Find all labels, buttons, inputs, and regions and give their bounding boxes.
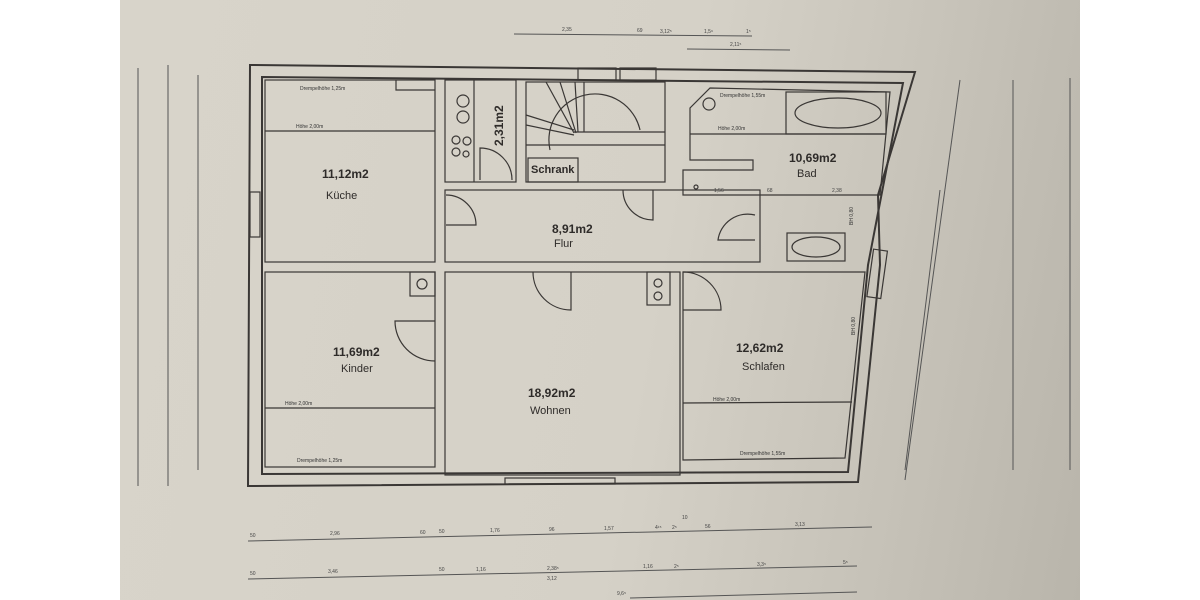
window [866,248,889,300]
dimension-label: 96 [549,527,555,533]
dimension-label: 50 [439,529,445,535]
dimension-label: 56 [705,524,711,530]
dimension-label: 2,38 [832,188,842,194]
schrank [527,157,579,183]
room-name: Bad [797,168,817,180]
window [504,477,616,485]
dimension-label: 2,35 [562,27,572,33]
dimension-label: 4¹⁵ [655,525,662,531]
dimension-label: 2,96 [330,531,340,537]
dimension-label: 2,11⁵ [730,42,741,48]
room-kueche [264,79,436,263]
chimney [395,80,435,91]
inner-wall-line [261,75,905,476]
drain [693,184,699,190]
dimension-label: 50 [439,567,445,573]
room-area: 2,31m2 [492,105,506,146]
dimension-label: 9,6⁵ [617,591,626,597]
dimension-label: 50 [250,533,256,539]
floor-plan-paper [120,0,1080,600]
room-schlafen [682,271,866,461]
bathtub [785,91,887,135]
door [394,320,436,362]
room-area: 11,12m2 [322,167,369,181]
washbasin [786,232,846,262]
door [445,194,477,226]
dimension-label: 60 [420,530,426,536]
dimension-chain-bottom: 50 2,96 60 50 1,76 96 1,57 4¹⁵ 2⁵ 10 56 … [247,515,873,599]
height-line [682,401,853,404]
stair-arrow [548,93,641,151]
room-wohnen [444,271,681,476]
drempel-label: Drempelhöhe 1,55m [740,451,785,457]
room-area: 11,69m2 [333,345,380,359]
stove-burner [451,147,461,157]
dimension-label: 1,56 [714,188,724,194]
room-area: 18,92m2 [528,386,576,400]
dimension-label: 1,5⁶ [704,29,713,35]
door [532,271,572,311]
door [479,147,513,181]
stove-burner [456,110,470,124]
room-area: 12,62m2 [736,341,784,355]
dimension-label: 3,3⁵ [757,562,766,568]
stove-burner [462,136,472,146]
height-label: Höhe 2,00m [718,126,745,132]
dimension-label: 2⁵ [672,525,677,531]
room-name: Küche [326,190,357,202]
room-name: Kinder [341,363,373,375]
room-abstell [444,79,517,183]
window-label: BH 0,80 [851,317,857,335]
dimension-label: 1,16 [643,564,653,570]
outer-wall [246,63,917,488]
drempel-label: Drempelhöhe 1,25m [297,458,342,464]
door [717,213,756,241]
room-area: 8,91m2 [552,222,593,236]
stove-burner [462,150,470,158]
dimension-label: 2⁵ [674,564,679,570]
window [577,67,617,81]
dimension-label: 69 [637,28,643,34]
stove-burner [451,135,461,145]
dimension-label: 1,76 [490,528,500,534]
room-name: Wohnen [530,405,571,417]
dimension-label: 3,46 [328,569,338,575]
room-flur [444,189,761,263]
dimension-chains-side [137,65,1071,486]
dimension-label: 3,12⁵ [660,29,672,35]
chimney [646,271,671,306]
room-kinder [264,271,436,468]
dimension-label: 3,13 [795,522,805,528]
dimension-label: 2,38⁵ [547,566,559,572]
dimension-label: 1⁵ [746,29,751,35]
drempel-label: Drempelhöhe 1,55m [720,93,765,99]
window-label: BH 0,80 [849,207,855,225]
room-area: 10,69m2 [789,151,837,165]
window [249,191,261,238]
dimension-chain-top: 2,35 69 3,12⁵ 1,5⁶ 1⁵ 2,11⁵ [513,27,791,51]
drempel-label: Drempelhöhe 1,25m [300,86,345,92]
door [622,189,654,221]
dimension-label: 1,57 [604,526,614,532]
stove-burner [456,94,470,108]
room-name: Flur [554,238,573,250]
dimension-label: 3,12 [547,576,557,582]
dimension-label: 1,16 [476,567,486,573]
toilet [702,97,716,111]
door [682,271,722,311]
height-label: Höhe 2,00m [285,401,312,407]
dimension-label: 68 [767,188,773,194]
window [619,67,657,81]
height-label: Höhe 2,00m [713,397,740,403]
dimension-label: 5⁵ [843,560,848,566]
dimension-label: 50 [250,571,256,577]
chimney [409,271,436,297]
dimension-label: 10 [682,515,688,521]
height-label: Höhe 2,00m [296,124,323,130]
room-name: Schlafen [742,361,785,373]
staircase [525,81,666,183]
schrank-label: Schrank [531,164,575,176]
